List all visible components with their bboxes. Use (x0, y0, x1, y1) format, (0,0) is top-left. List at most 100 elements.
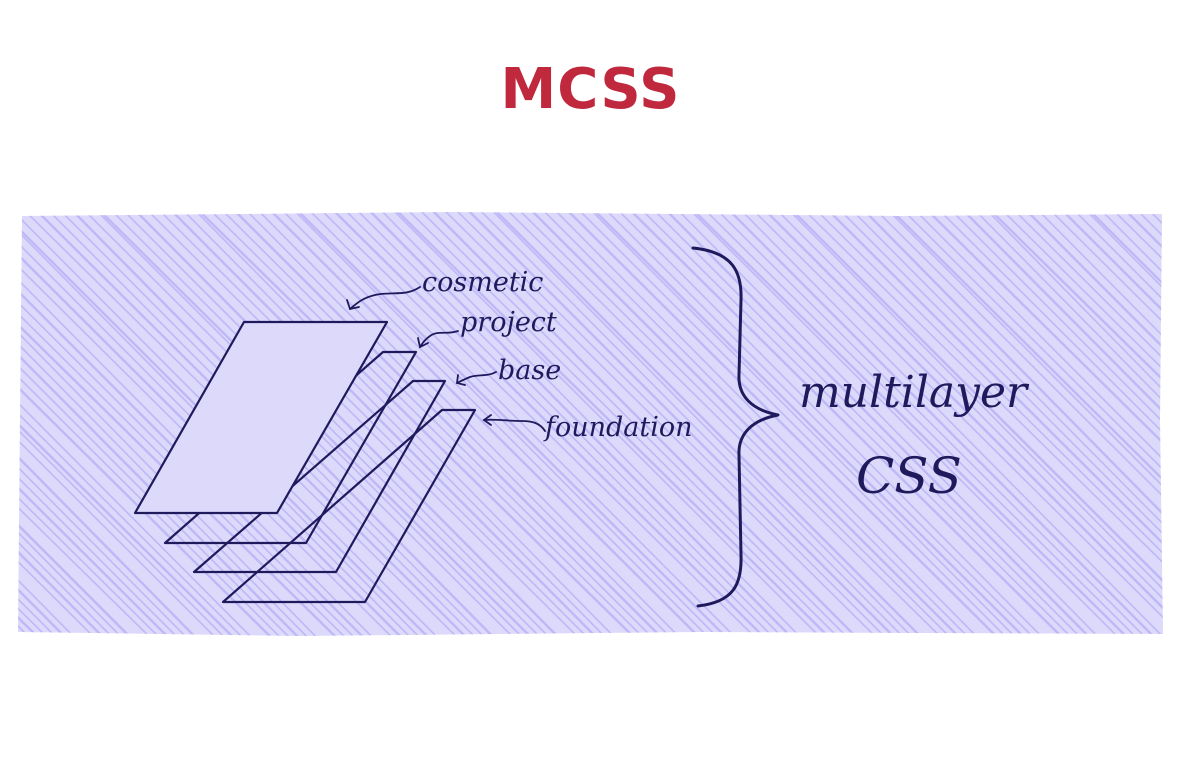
group-label-line2: CSS (856, 447, 962, 505)
hatch-stroke (445, 212, 899, 636)
hatch-stroke (211, 212, 666, 636)
hatch-stroke (568, 212, 1020, 636)
hatch-stroke (643, 212, 1094, 636)
arrow-project-head (417, 337, 429, 349)
hatch-stroke (112, 212, 563, 636)
hatch-stroke (991, 212, 1163, 636)
hatch-stroke (682, 212, 1141, 636)
hatch-stroke (952, 212, 1163, 636)
arrow-cosmetic-head (346, 299, 360, 311)
hatch-stroke (223, 212, 675, 636)
hatch-stroke (706, 212, 1159, 636)
hatch-stroke (18, 212, 350, 636)
hatch-stroke (793, 212, 1163, 636)
hatch-stroke (18, 212, 126, 636)
hatch-stroke (892, 212, 1163, 636)
hatch-stroke (124, 212, 572, 636)
hatch-stroke (18, 212, 359, 636)
hatch-stroke (841, 212, 1163, 636)
hatch-stroke (778, 212, 1163, 636)
hatch-stroke (880, 212, 1163, 636)
hatch-stroke (18, 212, 368, 636)
hatch-stroke (532, 212, 982, 636)
arrow-cosmetic (349, 286, 421, 310)
hatch-stroke (1003, 212, 1163, 636)
hatch-stroke (781, 212, 1163, 636)
hatch-stroke (18, 212, 377, 636)
hatch-stroke (667, 212, 1112, 636)
hatch-stroke (298, 212, 749, 636)
hatch-stroke (619, 212, 1076, 636)
group-label-line1: multilayer (799, 367, 1030, 418)
hatch-stroke (1015, 212, 1163, 636)
arrow-foundation-head (482, 414, 492, 426)
hatch-stroke (18, 212, 312, 636)
hatch-stroke (18, 212, 386, 636)
hatch-stroke (595, 212, 1047, 636)
hatch-stroke (18, 212, 200, 636)
hatch-stroke (286, 212, 740, 636)
hatch-stroke (18, 212, 238, 636)
hatch-stroke (1162, 212, 1163, 636)
hatch-stroke (556, 212, 1011, 636)
curly-brace (691, 246, 780, 608)
page-title: MCSS (500, 57, 681, 122)
hatch-stroke (259, 212, 713, 636)
hatch-stroke (172, 212, 619, 636)
hatch-stroke (457, 212, 908, 636)
hatch-stroke (631, 212, 1085, 636)
hatch-stroke (18, 212, 117, 636)
hatch-stroke (1027, 212, 1163, 636)
hatch-stroke (865, 212, 1163, 636)
hatch-stroke (580, 212, 1029, 636)
hatch-stroke (916, 212, 1163, 636)
hatch-stroke (18, 212, 256, 636)
hatch-stroke (655, 212, 1103, 636)
hatch-stroke (718, 212, 1163, 636)
hatch-stroke (18, 212, 144, 636)
hatch-stroke (1078, 212, 1163, 636)
layer-labels: cosmetic project base foundation (422, 267, 693, 443)
hatch-stroke (18, 212, 209, 636)
hatch-stroke (607, 212, 1056, 636)
hatch-stroke (520, 212, 973, 636)
layer-label-foundation: foundation (543, 412, 693, 443)
layer-sheets (133, 320, 477, 604)
hatch-stroke (187, 212, 648, 636)
hatch-stroke (979, 212, 1163, 636)
hatch-stroke (484, 212, 935, 636)
hatch-stroke (18, 212, 173, 636)
hatch-stroke (754, 212, 1163, 636)
multilayer-css-label: multilayer CSS (799, 367, 1030, 505)
hatch-stroke (730, 212, 1163, 636)
hatch-stroke (397, 212, 852, 636)
hatch-stroke (496, 212, 955, 636)
hatch-stroke (382, 212, 834, 636)
hatch-stroke (199, 212, 657, 636)
hatch-stroke (322, 212, 778, 636)
hatch-stroke (481, 212, 926, 636)
layer-label-cosmetic: cosmetic (422, 267, 543, 298)
hatch-stroke (160, 212, 610, 636)
hatch-stroke (469, 212, 917, 636)
hatch-stroke (1051, 212, 1163, 636)
hatch-stroke (976, 212, 1163, 636)
arrow-base-head (456, 374, 466, 386)
sheet-foundation (221, 408, 477, 604)
hatch-stroke (385, 212, 843, 636)
layer-label-project: project (460, 307, 557, 338)
hatch-stroke (18, 212, 303, 636)
hatch-stroke (877, 212, 1163, 636)
hatch-stroke (940, 212, 1163, 636)
hatch-stroke (766, 212, 1163, 636)
hatch-stroke (583, 212, 1038, 636)
hatch-stroke (409, 212, 861, 636)
hatch-stroke (271, 212, 722, 636)
hatch-stroke (508, 212, 964, 636)
hatch-stroke (18, 212, 294, 636)
hatch-stroke (805, 212, 1163, 636)
hatch-stroke (544, 212, 991, 636)
hatch-stroke (358, 212, 805, 636)
hatch-stroke (18, 212, 330, 636)
